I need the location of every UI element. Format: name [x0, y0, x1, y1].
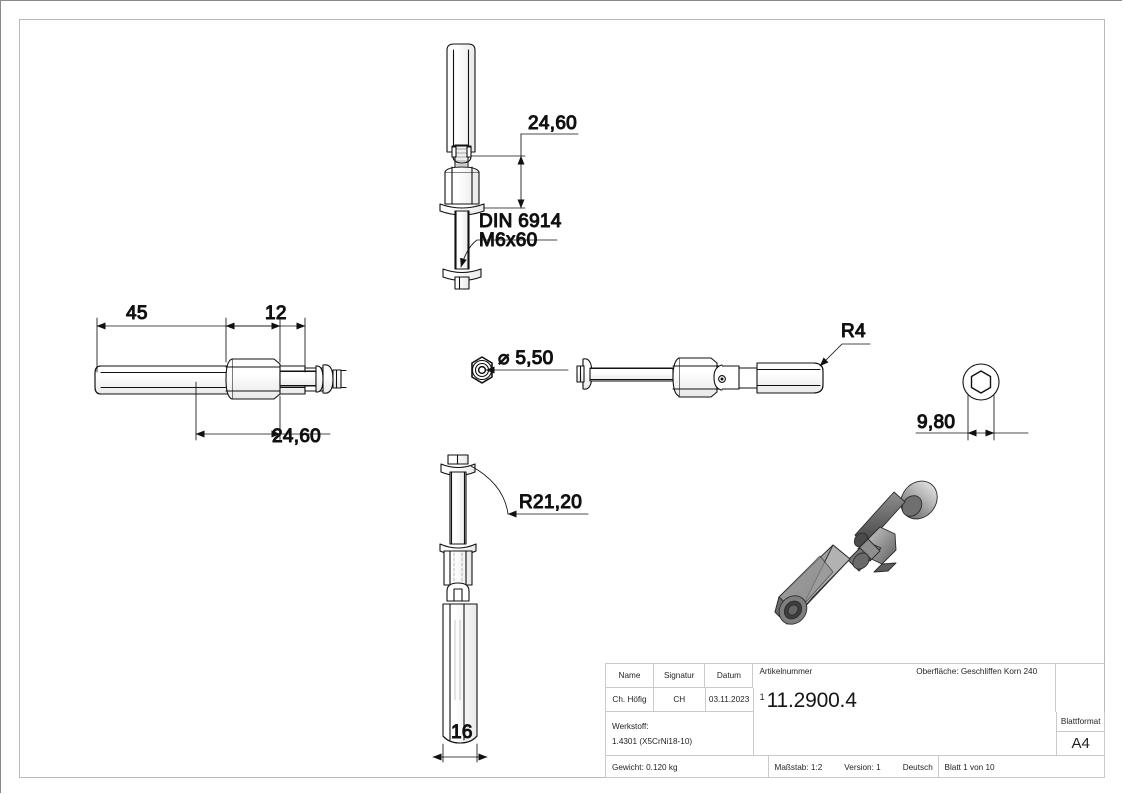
- gewicht-cell: Gewicht: 0.120 kg: [606, 756, 769, 778]
- version-text: Version: 1: [844, 762, 881, 772]
- value-name: Ch. Höfig: [606, 688, 654, 712]
- leader-r4: [819, 343, 871, 367]
- header-datum: Datum: [705, 664, 754, 688]
- view-front-elevation: [94, 358, 347, 400]
- titleblock-value-row: Ch. Höfig CH 03.11.2023 1 11.2900.4: [606, 688, 1105, 712]
- artikelnummer-value: 11.2900.4: [766, 689, 857, 712]
- drawing-frame-border: [19, 19, 1105, 778]
- title-block: Name Signatur Datum Artikelnummer Oberfl…: [605, 663, 1105, 778]
- massstab-cell: Maßstab: 1:2 Version: 1 Deutsch: [769, 756, 939, 778]
- din-label-line1: DIN 6914: [479, 211, 562, 232]
- sprache-text: Deutsch: [902, 762, 933, 772]
- view-isometric-3d: [774, 480, 938, 625]
- view-bottom-elevation: [439, 454, 478, 744]
- leader-din6914: [460, 239, 558, 268]
- value-datum: 03.11.2023: [705, 688, 754, 712]
- dim-2460-top-text: 24,60: [528, 113, 577, 134]
- werkstoff-cell: Werkstoff: 1.4301 (X5CrNi18-10): [606, 712, 754, 756]
- view-end-circular: [471, 356, 493, 384]
- view-side-assembly: [576, 357, 824, 398]
- view-hex-socket: [962, 363, 1000, 441]
- value-spacer: [1056, 688, 1105, 712]
- value-signatur: CH: [654, 688, 706, 712]
- artikelnummer-label: Artikelnummer: [759, 667, 813, 676]
- dim-12-text: 12: [265, 303, 287, 324]
- din-label-line2: M6x60: [479, 230, 538, 251]
- dim-2460-left: [195, 381, 331, 441]
- artikelnummer-header: Artikelnummer Oberfläche: Geschliffen Ko…: [753, 664, 1057, 688]
- dim-2460-top: [470, 133, 579, 209]
- dim-16: [432, 743, 488, 763]
- header-name: Name: [606, 664, 654, 688]
- oberflaeche-text: Oberfläche: Geschliffen Korn 240: [916, 667, 1038, 676]
- dim-45-text: 45: [126, 303, 148, 324]
- dim-r4-text: R4: [841, 321, 866, 342]
- artikelnummer-value-cell: 1 11.2900.4: [754, 688, 1057, 712]
- dim-12: [225, 317, 281, 363]
- dim-r2120-text: R21,20: [519, 492, 582, 513]
- view-top-elevation: [439, 43, 485, 290]
- blattformat-label: Blattformat: [1057, 712, 1105, 732]
- werkstoff-blank-cell: [753, 712, 1058, 756]
- dim-980-text: 9,80: [917, 412, 955, 433]
- header-spacer: [1056, 664, 1105, 688]
- titleblock-bottom-row: Gewicht: 0.120 kg Maßstab: 1:2 Version: …: [606, 756, 1105, 778]
- leader-r2120: [470, 465, 589, 518]
- werkstoff-value: 1.4301 (X5CrNi18-10): [612, 736, 693, 746]
- dim-2460-left-text: 24,60: [272, 426, 321, 447]
- artikelnummer-superscript: 1: [759, 692, 765, 702]
- titleblock-header-row: Name Signatur Datum Artikelnummer Oberfl…: [606, 664, 1105, 688]
- blattformat-value: A4: [1057, 732, 1105, 756]
- massstab-text: Maßstab: 1:2: [774, 762, 823, 772]
- titleblock-werkstoff-row: Werkstoff: 1.4301 (X5CrNi18-10) Blattfor…: [606, 712, 1105, 756]
- blattformat-column: Blattformat A4: [1057, 712, 1105, 756]
- dim-16-text: 16: [451, 722, 473, 743]
- header-signatur: Signatur: [653, 664, 706, 688]
- dim-diameter-text: ⌀ 5,50: [498, 348, 554, 369]
- werkstoff-label: Werkstoff:: [612, 721, 649, 731]
- blatt-cell: Blatt 1 von 10: [939, 756, 1105, 778]
